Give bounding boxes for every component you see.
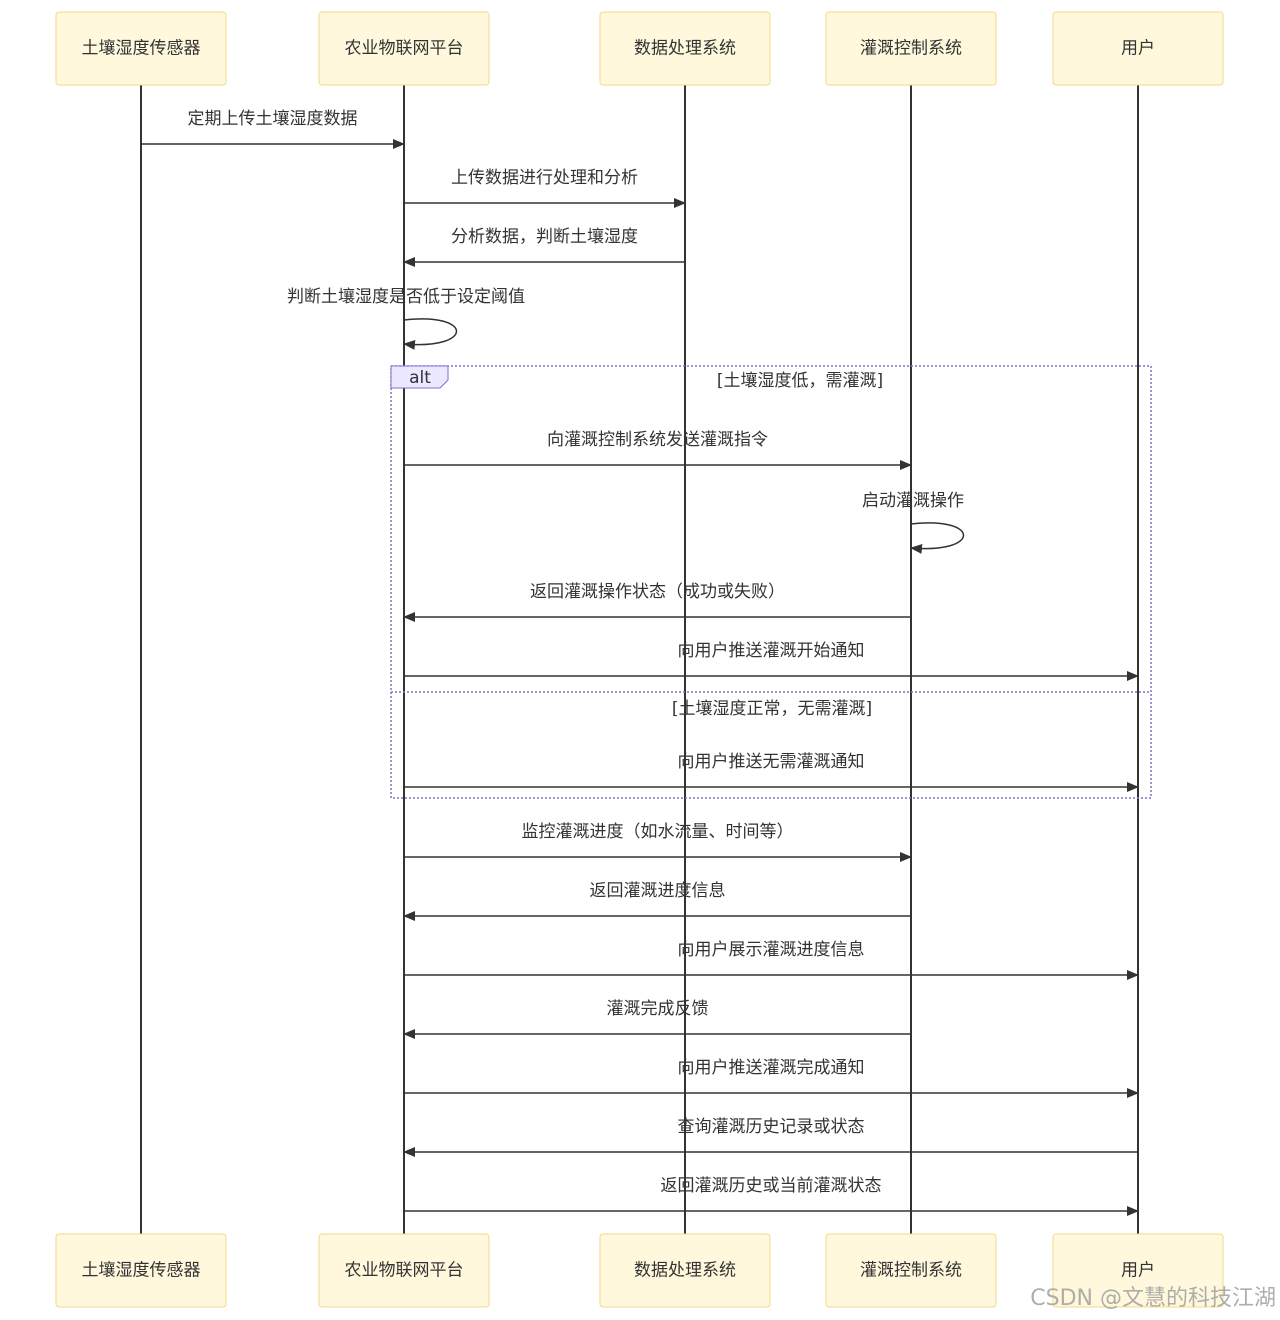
actor-user-top: 用户 <box>1052 11 1224 86</box>
message-5: 向灌溉控制系统发送灌溉指令 <box>404 430 912 470</box>
message-15: 查询灌溉历史记录或状态 <box>403 1117 1138 1157</box>
actor-user-bottom: 用户 <box>1052 1233 1224 1308</box>
actor-sensor-top: 土壤湿度传感器 <box>55 11 227 86</box>
message-label: 查询灌溉历史记录或状态 <box>678 1117 865 1137</box>
actor-label: 土壤湿度传感器 <box>82 1260 201 1281</box>
actor-box <box>55 1233 227 1308</box>
actor-label: 灌溉控制系统 <box>860 1261 962 1281</box>
message-12: 向用户展示灌溉进度信息 <box>404 940 1139 980</box>
actor-irrigation-bottom: 灌溉控制系统 <box>825 1233 997 1308</box>
lifelines <box>140 85 1139 1234</box>
alt-condition-1: [土壤湿度低，需灌溉] <box>717 370 883 391</box>
self-message-arrow <box>910 522 965 554</box>
watermark: CSDN @文慧的科技江湖 <box>1030 1286 1276 1311</box>
actor-label: 农业物联网平台 <box>345 1261 464 1281</box>
message-label: 向用户推送灌溉开始通知 <box>678 641 865 661</box>
message-label: 向灌溉控制系统发送灌溉指令 <box>547 430 768 450</box>
message-10: 监控灌溉进度（如水流量、时间等） <box>404 822 912 862</box>
message-13: 灌溉完成反馈 <box>403 999 911 1039</box>
message-1: 定期上传土壤湿度数据 <box>141 108 405 149</box>
message-label: 返回灌溉进度信息 <box>590 881 726 901</box>
message-3: 分析数据，判断土壤湿度 <box>403 226 685 267</box>
message-label: 上传数据进行处理和分析 <box>451 168 638 188</box>
message-4: 判断土壤湿度是否低于设定阈值 <box>287 286 525 350</box>
actor-label: 用户 <box>1121 1261 1155 1281</box>
actor-platform-bottom: 农业物联网平台 <box>318 1233 490 1308</box>
actor-irrigation-top: 灌溉控制系统 <box>825 11 997 86</box>
self-message-arrow <box>403 318 458 350</box>
message-9: 向用户推送无需灌溉通知 <box>404 752 1139 792</box>
alt-condition-2: [土壤湿度正常，无需灌溉] <box>672 698 872 719</box>
alt-frame: alt [土壤湿度低，需灌溉] [土壤湿度正常，无需灌溉] <box>390 365 1152 799</box>
actor-box <box>1052 11 1224 86</box>
actor-box <box>599 11 771 86</box>
message-label: 向用户推送灌溉完成通知 <box>678 1058 865 1078</box>
message-label: 分析数据，判断土壤湿度 <box>451 226 638 247</box>
alt-frame-border <box>390 365 1152 799</box>
message-14: 向用户推送灌溉完成通知 <box>404 1058 1139 1098</box>
message-label: 向用户展示灌溉进度信息 <box>678 940 865 960</box>
actor-box <box>318 11 490 86</box>
actor-data-bottom: 数据处理系统 <box>599 1233 771 1308</box>
message-label: 返回灌溉历史或当前灌溉状态 <box>661 1176 882 1196</box>
actor-box <box>1052 1233 1224 1308</box>
actor-label: 灌溉控制系统 <box>860 39 962 59</box>
actor-label: 土壤湿度传感器 <box>82 38 201 59</box>
message-label: 向用户推送无需灌溉通知 <box>678 752 865 772</box>
message-label: 灌溉完成反馈 <box>607 999 709 1019</box>
message-label: 监控灌溉进度（如水流量、时间等） <box>522 822 794 842</box>
actor-platform-top: 农业物联网平台 <box>318 11 490 86</box>
actor-label: 数据处理系统 <box>634 39 736 59</box>
message-2: 上传数据进行处理和分析 <box>404 168 686 208</box>
actor-box <box>599 1233 771 1308</box>
message-label: 判断土壤湿度是否低于设定阈值 <box>287 286 525 307</box>
actor-label: 用户 <box>1121 39 1155 59</box>
actors: 土壤湿度传感器土壤湿度传感器农业物联网平台农业物联网平台数据处理系统数据处理系统… <box>55 11 1224 1308</box>
actor-label: 农业物联网平台 <box>345 39 464 59</box>
actor-sensor-bottom: 土壤湿度传感器 <box>55 1233 227 1308</box>
message-label: 返回灌溉操作状态（成功或失败） <box>530 582 785 602</box>
actor-data-top: 数据处理系统 <box>599 11 771 86</box>
actor-box <box>318 1233 490 1308</box>
message-11: 返回灌溉进度信息 <box>403 881 911 921</box>
message-8: 向用户推送灌溉开始通知 <box>404 641 1139 681</box>
message-16: 返回灌溉历史或当前灌溉状态 <box>404 1176 1139 1216</box>
message-label: 启动灌溉操作 <box>862 491 964 511</box>
actor-box <box>825 1233 997 1308</box>
message-6: 启动灌溉操作 <box>862 491 965 554</box>
messages: 定期上传土壤湿度数据上传数据进行处理和分析分析数据，判断土壤湿度判断土壤湿度是否… <box>141 108 1139 1216</box>
message-label: 定期上传土壤湿度数据 <box>188 108 358 129</box>
actor-box <box>55 11 227 86</box>
actor-label: 数据处理系统 <box>634 1261 736 1281</box>
message-7: 返回灌溉操作状态（成功或失败） <box>403 582 911 622</box>
alt-frame-label-box <box>390 365 449 389</box>
alt-frame-label: alt <box>409 368 431 388</box>
actor-box <box>825 11 997 86</box>
